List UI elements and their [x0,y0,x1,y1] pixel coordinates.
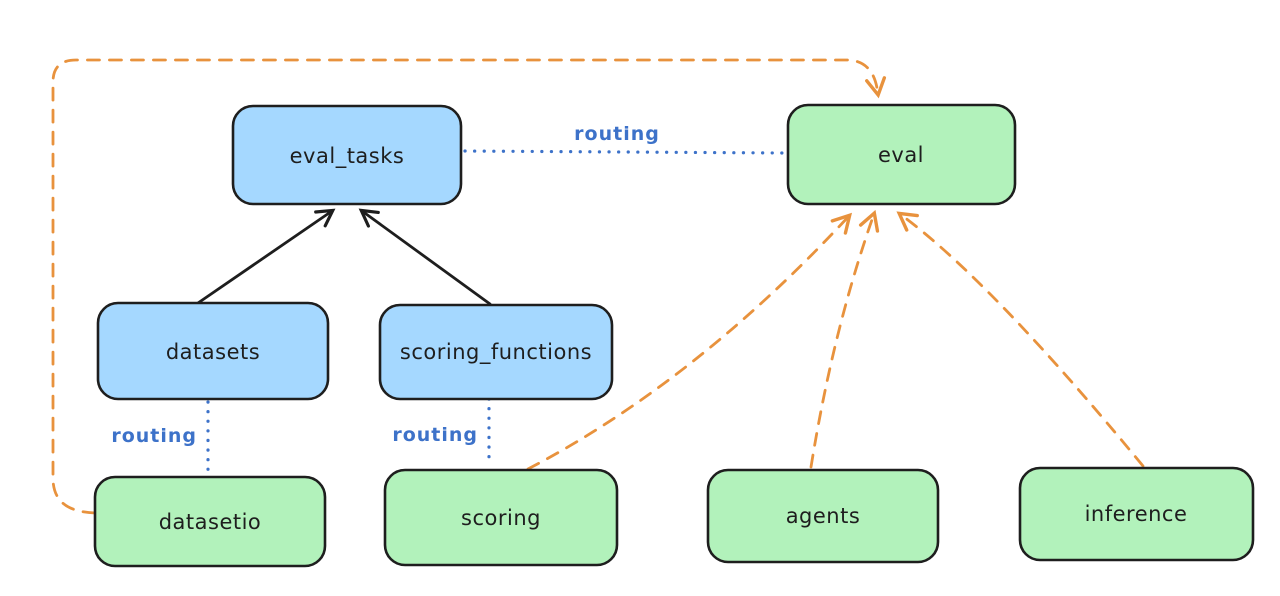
node-eval-box [786,103,1017,206]
edge-datasetio-to-eval [51,58,887,515]
node-datasetio-box [93,475,327,568]
node-scoring-label: scoring [461,506,541,530]
edge-scoring-to-eval [526,212,853,471]
node-eval-label: eval [878,143,924,167]
node-scoring: scoring [383,468,619,567]
node-datasetio: datasetio [93,475,327,568]
edge-scoring-functions-to-eval-tasks [358,208,492,306]
node-agents-box [706,468,940,564]
routing-label-datasets-datasetio: routing [111,425,197,447]
node-scoring-functions-label: scoring_functions [400,340,592,365]
node-inference: inference [1018,466,1255,562]
node-datasets: datasets [96,301,330,401]
node-datasetio-label: datasetio [159,510,262,534]
routing-label-eval-tasks-eval: routing [574,123,660,145]
node-scoring-functions-box [378,303,614,401]
node-scoring-box [383,468,619,567]
edge-datasets-to-eval-tasks [196,208,336,305]
edge-inference-to-eval [896,211,1145,468]
edge-eval-tasks-to-eval-routing [463,149,787,155]
node-agents: agents [706,468,940,564]
node-datasets-box [96,301,330,401]
node-inference-label: inference [1085,502,1188,526]
node-agents-label: agents [786,504,861,528]
edge-agents-to-eval [809,209,880,469]
routing-label-scoring-functions-scoring: routing [392,424,478,446]
node-eval-tasks-box [231,104,463,206]
node-inference-box [1018,466,1255,562]
node-eval-tasks: eval_tasks [231,104,463,206]
node-scoring-functions: scoring_functions [378,303,614,401]
node-datasets-label: datasets [166,340,260,364]
node-eval: eval [786,103,1017,206]
node-eval-tasks-label: eval_tasks [290,144,405,169]
